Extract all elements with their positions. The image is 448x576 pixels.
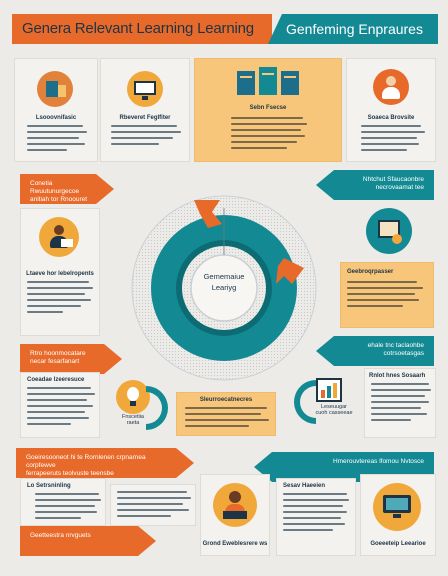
bottom-panel-2: Grond Eweblesrere ws xyxy=(200,474,270,556)
arrow-left-1: Conetia Rwuutunurgecoe anitiah tor Rnoou… xyxy=(20,174,114,204)
servers-icon xyxy=(237,67,299,99)
reader-icon xyxy=(213,483,257,527)
mid-info-box: Sleurroecatnecres xyxy=(176,392,276,436)
arrow-left-3: Goeiresooneot hi te Rornlenen crpnarnea … xyxy=(16,448,194,478)
center-label: Gememaiue Leariyg xyxy=(194,272,254,293)
top-panel-1-title: Lsooovnifasic xyxy=(35,115,77,121)
right-panel-2-title: Rnlot hnes Sosaarh xyxy=(369,373,426,379)
arrow-left-4: Geetteestra nrvguets xyxy=(20,526,156,556)
right-panel-2: Rnlot hnes Sosaarh xyxy=(364,368,436,438)
arrow-left-4-text: Geetteestra nrvguets xyxy=(30,532,91,539)
half-ring-left xyxy=(146,386,168,430)
arrow-right-3-text: Hmerouvtereas lfomou Nvtosce xyxy=(332,458,424,465)
monitor-icon xyxy=(127,71,163,107)
top-panel-4-title: Soaeca Brovsite xyxy=(367,115,415,121)
left-icon-caption: Fnscetiia raeta xyxy=(121,414,144,426)
computer-icon xyxy=(373,483,421,531)
bottom-panel-1-title: Lo Setrsninling xyxy=(27,483,71,489)
top-panel-1: Lsooovnifasic xyxy=(14,58,98,162)
chart-board-icon xyxy=(316,378,342,402)
bottom-panel-middle-text xyxy=(110,484,196,526)
building-icon xyxy=(37,71,73,107)
arrow-left-1-text: Conetia Rwuutunurgecoe anitiah tor Rnoou… xyxy=(30,180,88,204)
top-panel-4: Soaeca Brovsite xyxy=(346,58,436,162)
teacher-icon xyxy=(39,217,79,257)
right-icon-caption: Leseuugar cuoh casseeae xyxy=(315,404,353,416)
header-title-right: Genfeming Enpraures xyxy=(268,14,438,44)
arrow-right-2: ehale tnc taclaohbe cotrsoetasgas xyxy=(316,336,434,366)
center-label-line1: Gememaiue xyxy=(203,272,245,281)
bottom-panel-3: Sesav Haeeien xyxy=(276,478,356,556)
arrow-right-1-text: Nhtchut Sfaucaonbre necrovaamat tee xyxy=(362,176,424,192)
settings-device-icon xyxy=(366,208,412,254)
bottom-panel-4-title: Goeeeteip Leearioe xyxy=(370,541,426,547)
half-ring-right xyxy=(294,380,316,424)
left-panel-2-title: Coeadae lzeeresuce xyxy=(27,377,85,383)
top-panel-2-title: Rbeveret Feglfiter xyxy=(119,115,171,121)
arrow-left-2-text: Rtro hoonmocatare necar fesarfanart xyxy=(30,350,86,366)
right-panel-1-title: Geebroqrpasser xyxy=(347,269,394,275)
bottom-panel-2-title: Grond Eweblesrere ws xyxy=(202,541,268,547)
arrow-right-2-text: ehale tnc taclaohbe cotrsoetasgas xyxy=(367,342,424,358)
center-label-line2: Leariyg xyxy=(211,282,237,292)
central-cycle-diagram xyxy=(131,195,317,381)
arrow-left-2: Rtro hoonmocatare necar fesarfanart xyxy=(20,344,122,374)
top-panel-3-title: Sebn Fsecse xyxy=(249,105,287,111)
top-panel-2: Rbeveret Feglfiter xyxy=(100,58,190,162)
arrow-right-1: Nhtchut Sfaucaonbre necrovaamat tee xyxy=(316,170,434,200)
bottom-panel-4: Goeeeteip Leearioe xyxy=(360,474,436,556)
bottom-panel-1: Lo Setrsninling xyxy=(20,478,106,526)
left-panel-1: Ltaeve hor lebelropents xyxy=(20,208,100,336)
header-title-left: Genera Relevant Learning Learning xyxy=(12,14,272,44)
bottom-panel-3-title: Sesav Haeeien xyxy=(283,483,326,489)
person-icon xyxy=(373,69,409,105)
right-panel-1: Geebroqrpasser xyxy=(340,262,434,328)
top-panel-3: Sebn Fsecse xyxy=(194,58,342,162)
left-panel-2: Coeadae lzeeresuce xyxy=(20,372,100,438)
mid-info-box-title: Sleurroecatnecres xyxy=(199,397,253,403)
arrow-left-3-text: Goeiresooneot hi te Rornlenen crpnarnea … xyxy=(26,454,146,478)
left-panel-1-title: Ltaeve hor lebelropents xyxy=(26,271,94,277)
lightbulb-icon xyxy=(116,380,150,414)
